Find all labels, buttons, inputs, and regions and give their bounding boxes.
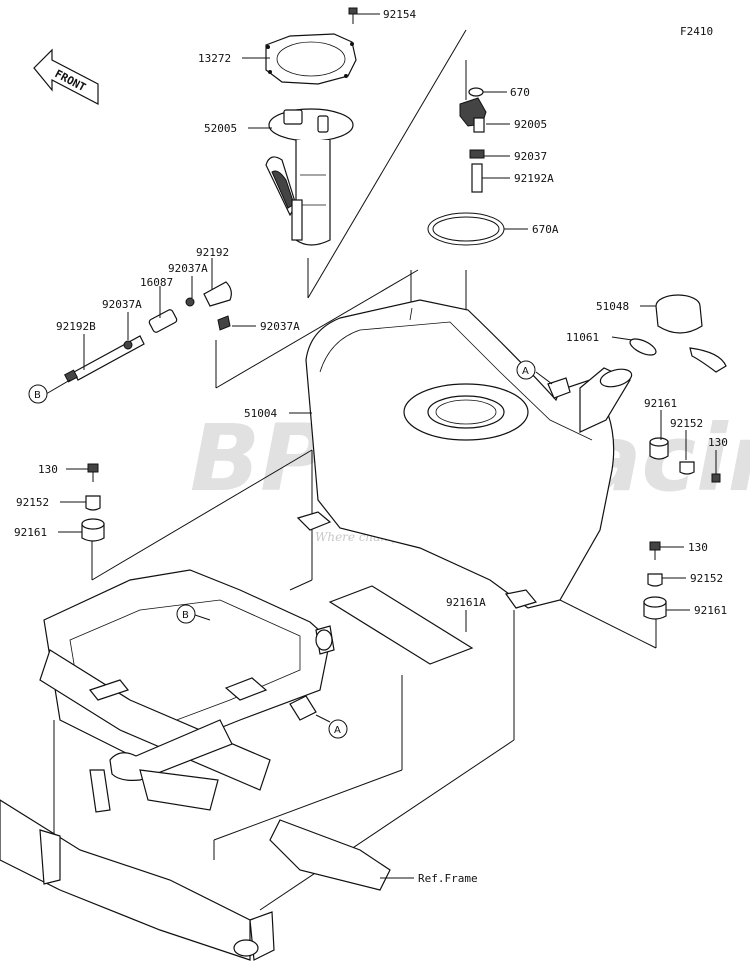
grommet-set-right [649,437,721,483]
o-ring-670 [468,87,484,97]
label-92192: 92192 [196,246,229,259]
part-labels: 92154 13272 52005 670 92005 92037 92192A… [14,8,728,885]
label-16087: 16087 [140,276,173,289]
explode-lines [53,29,657,911]
fuel-line-assembly [64,281,232,383]
callout-a-tank: A [516,360,536,380]
callout-b-frame-label: B [182,610,189,621]
sensor-92005 [459,97,487,133]
hose-92192A [471,163,483,193]
label-670: 670 [510,86,530,99]
label-92161A: 92161A [446,596,486,609]
callout-a-tank-label: A [522,366,529,377]
label-92192A: 92192A [514,172,554,185]
label-92152-left: 92152 [16,496,49,509]
label-92152-right: 92152 [670,417,703,430]
fuel-tank-51004 [296,299,633,609]
label-130-right: 130 [708,436,728,449]
label-130-lower-right: 130 [688,541,708,554]
gasket-13272 [265,33,357,85]
label-13272: 13272 [198,52,231,65]
label-92161-lower-right: 92161 [694,604,727,617]
label-92192B: 92192B [56,320,96,333]
bolt-92154 [348,7,358,24]
label-130-left: 130 [38,463,58,476]
label-11061: 11061 [566,331,599,344]
grommet-set-lower-right [643,541,667,620]
pad-92161A [328,585,474,665]
label-92005: 92005 [514,118,547,131]
seal-670A [427,212,505,246]
fuel-cap-51048 [655,294,727,373]
label-92154: 92154 [383,8,416,21]
gasket-11061 [629,338,657,356]
label-51048: 51048 [596,300,629,313]
label-92037A-right: 92037A [260,320,300,333]
fuel-pump-52005 [265,108,354,246]
label-51004: 51004 [244,407,277,420]
label-670A: 670A [532,223,559,236]
clamp-92037 [469,149,485,159]
callout-b-line-label: B [34,390,41,401]
label-92152-lower-right: 92152 [690,572,723,585]
callout-b-line: B [28,384,48,404]
label-92037: 92037 [514,150,547,163]
callout-a-frame-label: A [334,725,341,736]
frame-reference [0,569,391,961]
callout-a-frame: A [328,719,348,739]
label-92037A-upper: 92037A [168,262,208,275]
label-52005: 52005 [204,122,237,135]
label-92161-left: 92161 [14,526,47,539]
callout-b-frame: B [176,604,196,624]
label-92161-right: 92161 [644,397,677,410]
figure-code: F2410 [680,25,713,38]
grommet-set-left [81,463,105,542]
label-ref-frame: Ref.Frame [418,872,478,885]
front-arrow-icon: FRONT [33,48,99,105]
label-92037A-left: 92037A [102,298,142,311]
